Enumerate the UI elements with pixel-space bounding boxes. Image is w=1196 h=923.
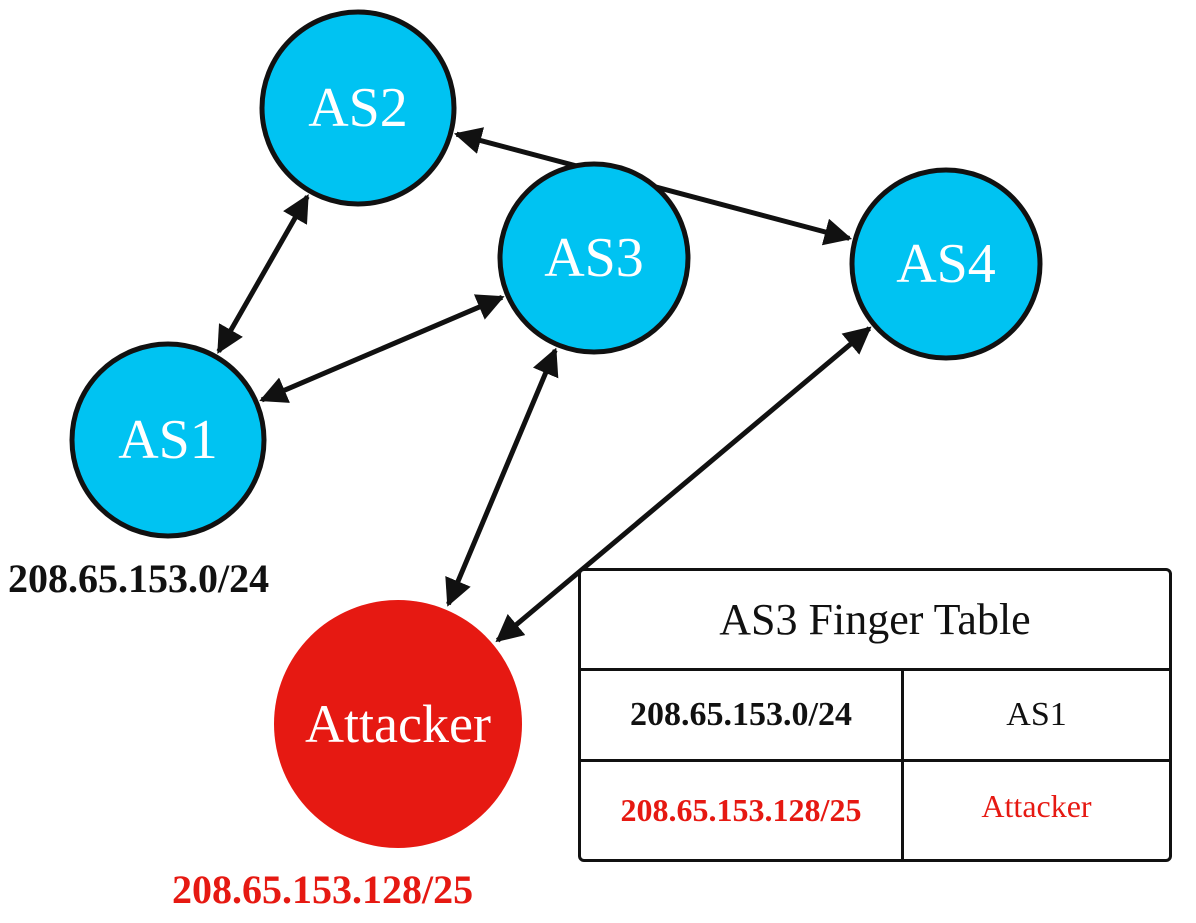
as3-finger-table: AS3 Finger Table 208.65.153.0/24 AS1 208… [578, 568, 1172, 862]
node-label-as2: AS2 [308, 77, 408, 139]
node-as4: AS4 [849, 167, 1043, 361]
table-cell-owner: Attacker [981, 788, 1092, 824]
edge-as1-as2 [216, 194, 310, 354]
table-cell-owner: AS1 [1006, 696, 1067, 733]
node-circle-as3 [497, 161, 691, 355]
node-circle-as4 [849, 167, 1043, 361]
edge-as3-attacker [445, 347, 559, 607]
node-label-as1: AS1 [118, 409, 218, 471]
edge-as4-attacker [495, 326, 872, 643]
edge-as1-as3 [259, 294, 505, 403]
finger-table-title: AS3 Finger Table [581, 571, 1169, 671]
table-row: 208.65.153.0/24 AS1 [581, 671, 1169, 762]
node-label-as4: AS4 [896, 233, 996, 295]
node-circle-as2 [259, 9, 457, 207]
node-as1: AS1 [69, 341, 267, 539]
table-cell-prefix: 208.65.153.0/24 [581, 671, 904, 759]
node-circle-attacker [274, 600, 522, 848]
node-label-attacker: Attacker [305, 694, 491, 754]
node-circle-as1 [69, 341, 267, 539]
as1-prefix-label: 208.65.153.0/24 [8, 556, 269, 601]
node-attacker: Attacker [274, 600, 522, 848]
table-row: 208.65.153.128/25 Attacker [581, 762, 1169, 859]
table-cell-prefix: 208.65.153.128/25 [581, 762, 904, 859]
node-as2: AS2 [259, 9, 457, 207]
node-label-as3: AS3 [544, 227, 644, 289]
node-as3: AS3 [497, 161, 691, 355]
attacker-prefix-label: 208.65.153.128/25 [172, 867, 473, 912]
prefix-labels-layer: 208.65.153.0/24 208.65.153.128/25 [8, 556, 473, 912]
